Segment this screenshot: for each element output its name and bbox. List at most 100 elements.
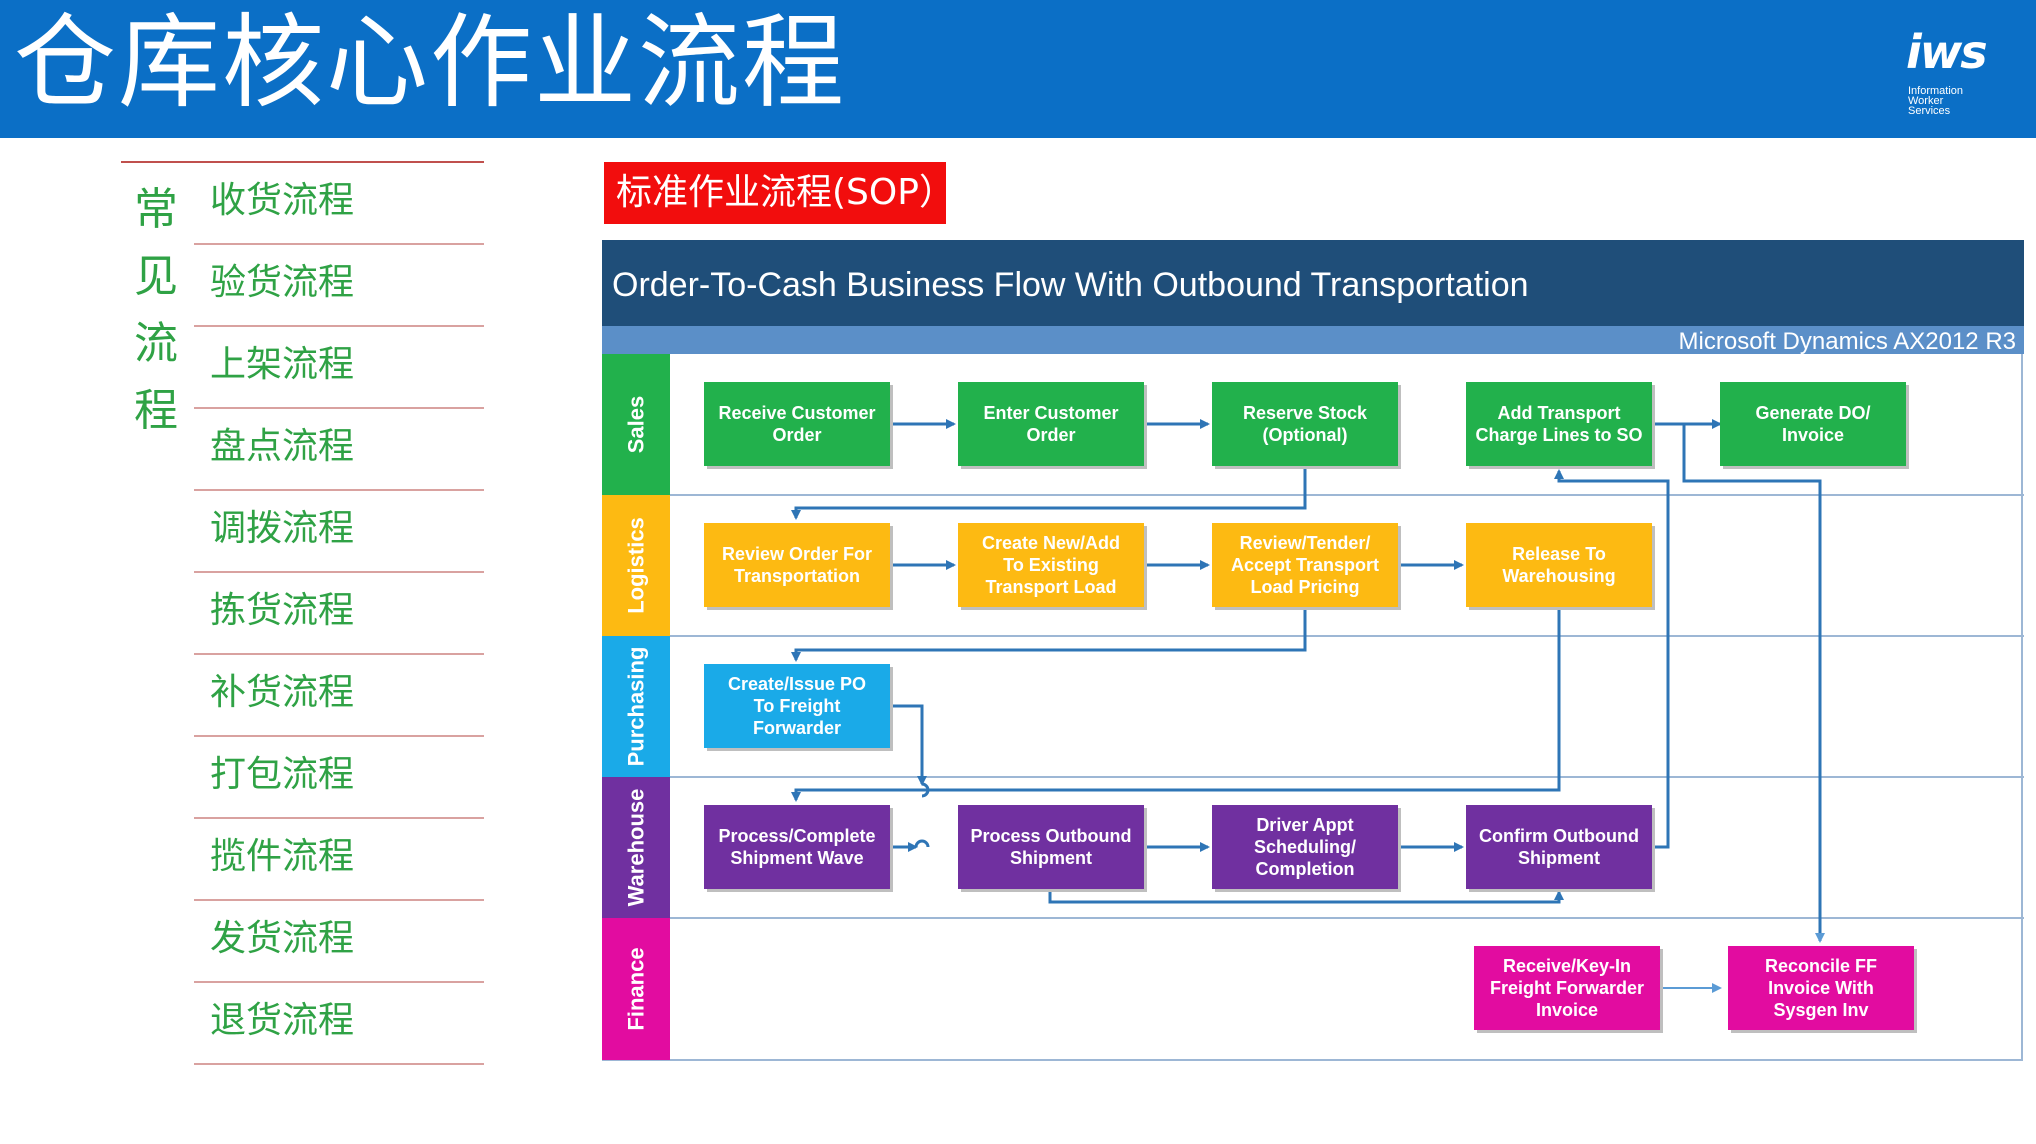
step-label-line: Reconcile FF [1765, 956, 1877, 976]
process-item-picking[interactable]: 拣货流程 [194, 573, 484, 655]
step-box [1466, 805, 1652, 889]
step-box [1212, 523, 1398, 607]
step-box [958, 805, 1144, 889]
lane-sales-label: Sales [624, 396, 649, 454]
page-title: 仓库核心作业流程 [14, 4, 846, 123]
step-box [958, 523, 1144, 607]
lane-logistics-header [602, 495, 670, 636]
flowchart-subtitle: Microsoft Dynamics AX2012 R3 [1679, 328, 2016, 355]
lane-logistics-label: Logistics [624, 517, 649, 614]
step-label-line: Confirm Outbound [1479, 826, 1639, 846]
sop-label: 标准作业流程(SOP） [604, 162, 955, 224]
arrow-reserve-to-review [791, 466, 1307, 520]
step-label-line: Invoice With [1768, 978, 1874, 998]
step-box [704, 382, 890, 466]
step-label-line: Receive Customer [718, 403, 875, 423]
step-reserve-stock[interactable]: Reserve Stock(Optional) [1212, 382, 1401, 469]
lane-purchasing-label: Purchasing [624, 647, 649, 767]
flowchart-subtitle-bar [602, 326, 2024, 354]
step-label-line: Shipment [1010, 848, 1092, 868]
step-label-line: Invoice [1536, 1000, 1598, 1020]
step-box [1466, 382, 1652, 466]
step-label-line: Review/Tender/ [1240, 533, 1371, 553]
iws-logo-subtitle: Information Worker Services [1908, 85, 1964, 117]
step-box [704, 664, 890, 748]
step-box [958, 382, 1144, 466]
arrow-po-to-ff-invoice [890, 704, 927, 786]
lane-warehouse-label: Warehouse [624, 789, 649, 907]
step-box [1728, 946, 1914, 1030]
step-box [1212, 805, 1398, 889]
lane-finance-header [602, 918, 670, 1060]
step-label-line: Transport Load [985, 577, 1116, 597]
step-label-line: Order [772, 425, 821, 445]
step-label-line: Add Transport [1497, 403, 1620, 423]
step-box [704, 805, 890, 889]
process-item-stocktake[interactable]: 盘点流程 [194, 409, 484, 491]
step-generate-do[interactable]: Generate DO/Invoice [1720, 382, 1909, 469]
step-label-line: Receive/Key-In [1503, 956, 1631, 976]
step-box [1720, 382, 1906, 466]
step-label-line: Load Pricing [1250, 577, 1359, 597]
step-label-line: Reserve Stock [1243, 403, 1368, 423]
step-label-line: Transportation [734, 566, 860, 586]
step-label-line: Charge Lines to SO [1475, 425, 1642, 445]
flowchart-title-bar [602, 240, 2024, 326]
process-item-packing[interactable]: 打包流程 [194, 737, 484, 819]
step-label-line: Completion [1256, 859, 1355, 879]
step-label-line: Warehousing [1502, 566, 1615, 586]
order-to-cash-flowchart: Order-To-Cash Business Flow With Outboun… [601, 239, 2024, 1062]
common-processes-label: 常 见 流 程 [134, 184, 178, 436]
process-item-putaway[interactable]: 上架流程 [194, 327, 484, 409]
step-label-line: Release To [1512, 544, 1606, 564]
arrow-tender-to-create-po [791, 607, 1307, 662]
arrow-confirm-to-addtransport [1554, 469, 1670, 849]
arrow-process-to-confirm-loop [1048, 889, 1564, 904]
page-header: 仓库核心作业流程 iws Information Worker Services [0, 0, 2036, 138]
step-label-line: Create/Issue PO [728, 674, 866, 694]
step-label-line: Forwarder [753, 718, 841, 738]
step-box [1212, 382, 1398, 466]
step-box [1466, 523, 1652, 607]
step-label-line: Create New/Add [982, 533, 1120, 553]
step-label-line: To Freight [754, 696, 841, 716]
process-item-transfer[interactable]: 调拨流程 [194, 491, 484, 573]
process-item-shipping[interactable]: 发货流程 [194, 901, 484, 983]
process-item-returns[interactable]: 退货流程 [194, 983, 484, 1065]
lane-warehouse-header [602, 777, 670, 918]
step-label-line: Driver Appt [1256, 815, 1353, 835]
step-label-line: Process/Complete [718, 826, 875, 846]
lane-sales-header [602, 354, 670, 495]
step-box [1474, 946, 1660, 1030]
step-label-line: Scheduling/ [1254, 837, 1356, 857]
step-box [704, 523, 890, 607]
arrow-release-to-wave [791, 607, 1561, 802]
step-label-line: Enter Customer [983, 403, 1118, 423]
flowchart-title: Order-To-Cash Business Flow With Outboun… [612, 266, 1529, 304]
arrow-addtransport-to-reconcile [1652, 422, 1825, 943]
process-item-receiving[interactable]: 收货流程 [194, 163, 484, 245]
iws-logo-mark: iws [1906, 25, 1988, 79]
step-label-line: To Existing [1003, 555, 1099, 575]
step-label-line: Shipment [1518, 848, 1600, 868]
step-label-line: Sysgen Inv [1773, 1000, 1868, 1020]
process-item-inspection[interactable]: 验货流程 [194, 245, 484, 327]
process-item-pickup[interactable]: 揽件流程 [194, 819, 484, 901]
step-label-line: Invoice [1782, 425, 1844, 445]
process-item-replenishment[interactable]: 补货流程 [194, 655, 484, 737]
lane-purchasing-header [602, 636, 670, 777]
